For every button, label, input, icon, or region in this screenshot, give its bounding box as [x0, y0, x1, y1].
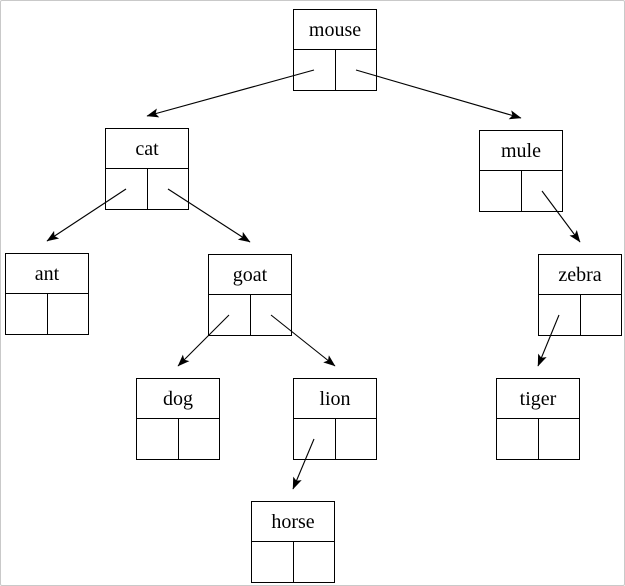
left-pointer-cell: [539, 295, 581, 335]
node-label: goat: [209, 255, 291, 295]
node-pointer-cells: [252, 542, 334, 582]
node-label: ant: [6, 254, 88, 294]
right-pointer-cell: [148, 169, 189, 209]
node-pointer-cells: [209, 295, 291, 335]
left-pointer-cell: [6, 294, 48, 334]
tree-node-mule: mule: [479, 130, 563, 212]
tree-node-ant: ant: [5, 253, 89, 335]
right-pointer-cell: [336, 419, 377, 459]
node-pointer-cells: [106, 169, 188, 209]
node-label: cat: [106, 129, 188, 169]
node-pointer-cells: [137, 419, 219, 459]
tree-node-goat: goat: [208, 254, 292, 336]
node-label: zebra: [539, 255, 621, 295]
node-pointer-cells: [539, 295, 621, 335]
right-pointer-cell: [179, 419, 220, 459]
tree-node-tiger: tiger: [496, 378, 580, 460]
node-pointer-cells: [480, 171, 562, 211]
node-pointer-cells: [294, 419, 376, 459]
node-pointer-cells: [497, 419, 579, 459]
node-label: mouse: [294, 10, 376, 50]
left-pointer-cell: [137, 419, 179, 459]
right-pointer-cell: [251, 295, 292, 335]
node-pointer-cells: [294, 50, 376, 90]
node-pointer-cells: [6, 294, 88, 334]
right-pointer-cell: [48, 294, 89, 334]
right-pointer-cell: [539, 419, 580, 459]
right-pointer-cell: [581, 295, 622, 335]
tree-node-dog: dog: [136, 378, 220, 460]
left-pointer-cell: [480, 171, 522, 211]
left-pointer-cell: [106, 169, 148, 209]
tree-node-lion: lion: [293, 378, 377, 460]
tree-node-horse: horse: [251, 501, 335, 583]
tree-node-cat: cat: [105, 128, 189, 210]
left-pointer-cell: [294, 50, 336, 90]
node-label: horse: [252, 502, 334, 542]
node-label: lion: [294, 379, 376, 419]
left-pointer-cell: [497, 419, 539, 459]
right-pointer-cell: [294, 542, 335, 582]
left-pointer-cell: [252, 542, 294, 582]
tree-node-mouse: mouse: [293, 9, 377, 91]
right-pointer-cell: [522, 171, 563, 211]
left-pointer-cell: [294, 419, 336, 459]
right-pointer-cell: [336, 50, 377, 90]
node-label: mule: [480, 131, 562, 171]
tree-node-zebra: zebra: [538, 254, 622, 336]
node-label: dog: [137, 379, 219, 419]
left-pointer-cell: [209, 295, 251, 335]
node-label: tiger: [497, 379, 579, 419]
